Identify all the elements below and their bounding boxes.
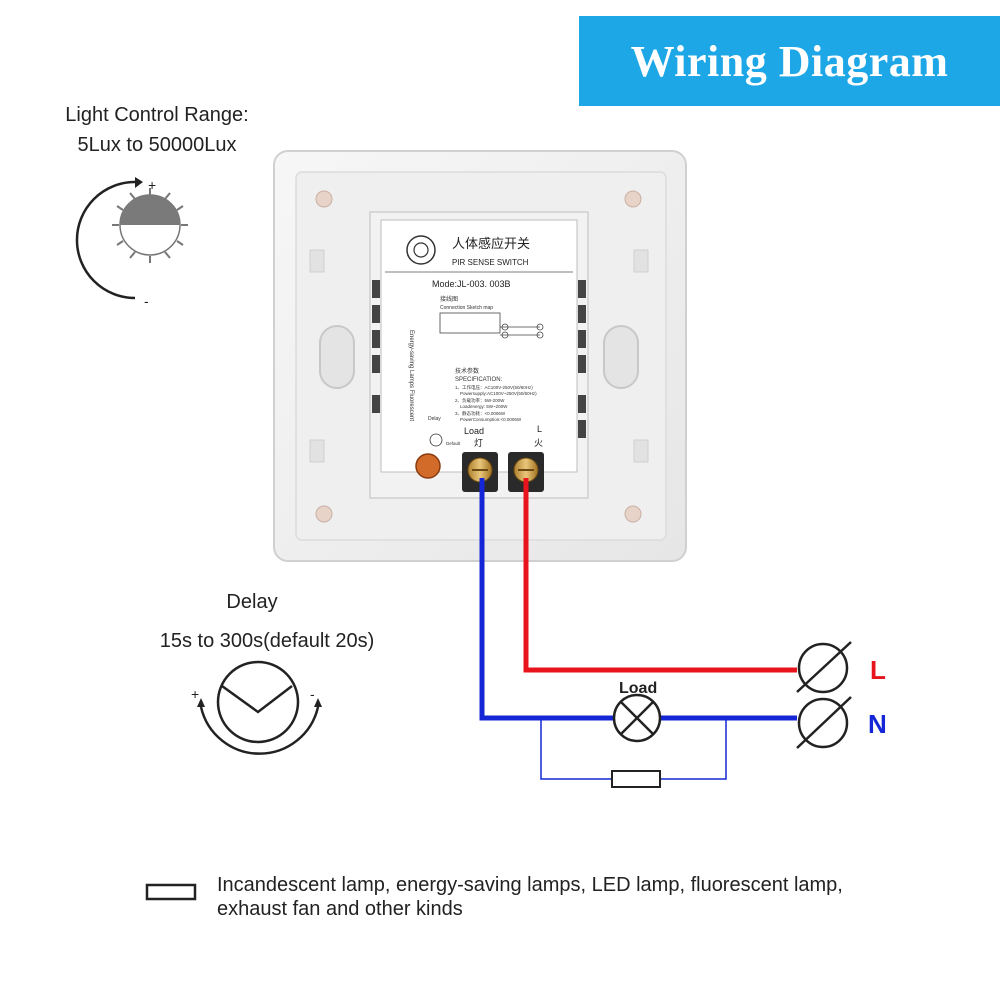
legend-text-line2: exhaust fan and other kinds (217, 898, 463, 920)
delay-minus-sign: - (310, 686, 315, 702)
terminal-load (462, 452, 498, 492)
switch-title-en: PIR SENSE SWITCH (452, 258, 529, 267)
delay-potentiometer (415, 453, 441, 479)
mini-sketch-map (439, 312, 544, 339)
bypass-wire-right (660, 718, 727, 780)
switch-title-cn: 人体感应开关 (452, 236, 530, 251)
switch-delay-small: Delay (428, 416, 441, 422)
switch-spec-en: SPECIFICATION: (455, 377, 503, 383)
clock-icon (216, 660, 300, 744)
switch-load-en: Load (464, 426, 484, 436)
delay-label: Delay (226, 591, 278, 613)
switch-map-en: Connection Sketch map (440, 305, 493, 311)
screw-hole-top-left (315, 190, 333, 208)
switch-spec-3b: PowerConsumption:<0.0006W (460, 417, 522, 422)
switch-spec-1: 1、工作电压：AC100V-250V(50/60Hz) (455, 384, 533, 391)
line-terminal-icon (796, 641, 852, 694)
bypass-resistor (611, 770, 661, 788)
dial-arrow-head (135, 177, 143, 188)
dial-minus-sign: - (144, 293, 149, 309)
switch-spec-2: 2、负载功率：5W-200W (455, 397, 505, 404)
switch-model: Mode:JL-003. 003B (432, 279, 511, 289)
light-control-range: 5Lux to 50000Lux (77, 134, 237, 156)
page-title: Wiring Diagram (630, 36, 949, 86)
delay-range: 15s to 300s(default 20s) (159, 630, 375, 652)
circuit: Load L N (479, 478, 887, 788)
brand-logo (406, 235, 436, 265)
switch-spec-1b: Powersupply:AC100V~250V(50/60Hz) (460, 391, 537, 396)
dial-plus-sign: + (148, 177, 156, 193)
neutral-terminal-icon (796, 696, 852, 749)
screw-hole-bottom-left (315, 505, 333, 523)
load-label: Load (619, 680, 657, 697)
switch-side-text: Energy-saving Lamps Fluorescent (408, 330, 414, 421)
neutral-label: N (868, 709, 887, 739)
legend-text-line1: Incandescent lamp, energy-saving lamps, … (217, 874, 843, 896)
dial-arc (75, 180, 136, 300)
switch-l-cn: 火 (534, 438, 543, 448)
switch-plate: 人体感应开关 PIR SENSE SWITCH Mode:JL-003. 003… (273, 150, 687, 562)
delay-arc (199, 706, 320, 755)
light-control-dial: + - (75, 177, 188, 309)
title-banner: Wiring Diagram (579, 16, 1000, 106)
switch-default-small: Default (446, 441, 461, 446)
delay-plus-sign: + (191, 686, 199, 702)
switch-map-cn: 接线图 (440, 295, 458, 303)
small-clock-icon (429, 433, 443, 447)
light-control-label: Light Control Range: (65, 104, 249, 126)
mount-slot-left (319, 325, 355, 389)
switch-l-en: L (537, 424, 542, 434)
line-label: L (870, 655, 886, 685)
screw-hole-bottom-right (624, 505, 642, 523)
legend-text: Incandescent lamp, energy-saving lamps, … (217, 873, 843, 921)
switch-spec-3: 3、静态功耗：<0.0006W (455, 410, 506, 417)
screw-hole-top-right (624, 190, 642, 208)
live-wire (523, 478, 797, 673)
terminal-line (508, 452, 544, 492)
sun-icon (112, 188, 188, 263)
load-lamp-icon (612, 693, 662, 743)
neutral-wire (479, 478, 797, 721)
legend-resistor-icon (145, 883, 197, 901)
delay-dial: + - (191, 660, 322, 755)
switch-load-cn: 灯 (474, 438, 483, 448)
bypass-wire-left (540, 718, 612, 780)
switch-spec-cn: 技术参数 (455, 367, 479, 375)
mount-slot-right (603, 325, 639, 389)
switch-spec-2b: Loadenergy: 5W~200W (460, 404, 508, 409)
